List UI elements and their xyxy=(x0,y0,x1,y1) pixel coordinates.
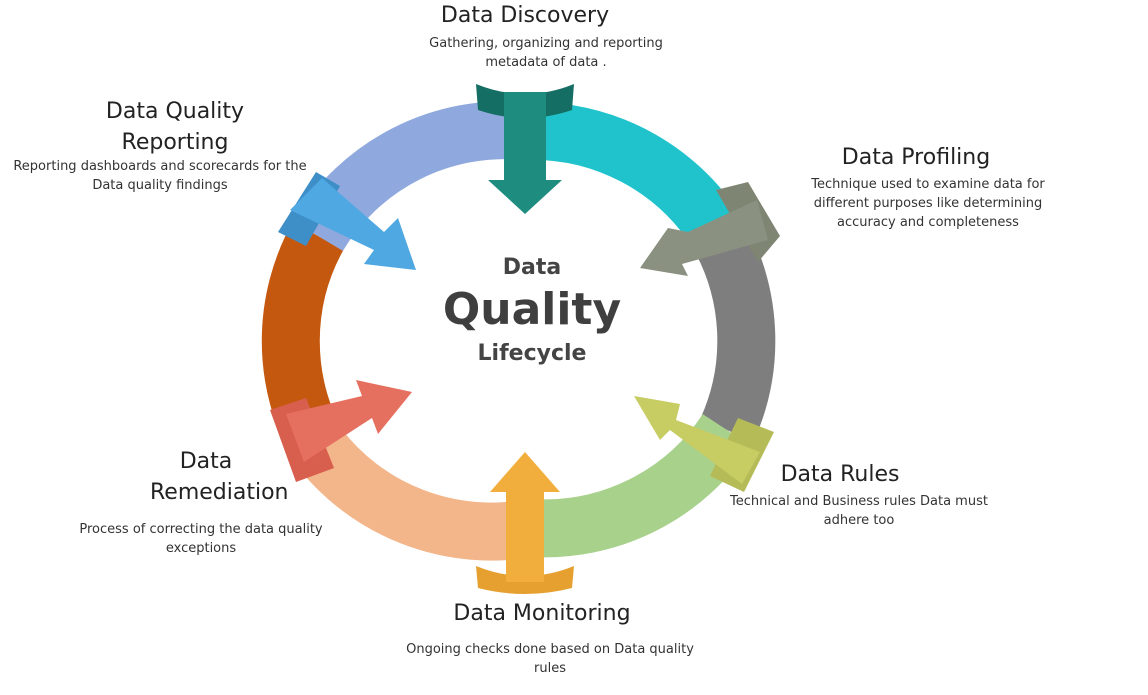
arrow-reporting xyxy=(278,172,416,270)
stage-description-remediation: Process of correcting the data quality e… xyxy=(79,522,323,556)
center-line-1: Data xyxy=(502,255,562,280)
stage-title-discovery: Data Discovery xyxy=(440,3,610,28)
stage-description-rules: Technical and Business rules Data must a… xyxy=(730,494,988,528)
stage-description-profiling: Technique used to examine data for diffe… xyxy=(811,177,1045,230)
center-line-3: Lifecycle xyxy=(477,341,587,366)
stage-title-profiling: Data Profiling xyxy=(841,145,991,170)
ring-segment-monitoring-remediation xyxy=(294,427,537,561)
center-label: Data Quality Lifecycle xyxy=(416,254,648,394)
arrow-rules xyxy=(634,396,774,492)
stage-title-monitoring: Data Monitoring xyxy=(453,601,631,626)
stage-description-reporting: Reporting dashboards and scorecards for … xyxy=(13,159,307,193)
arrow-discovery xyxy=(476,84,574,214)
arrow-remediation xyxy=(270,380,412,482)
stage-description-monitoring: Ongoing checks done based on Data qualit… xyxy=(406,642,694,676)
center-line-2: Quality xyxy=(442,284,622,335)
stage-description-discovery: Gathering, organizing and reporting meta… xyxy=(429,36,663,70)
stage-title-rules: Data Rules xyxy=(780,462,900,487)
stage-title-remediation: Data Remediation xyxy=(150,449,289,505)
stage-title-reporting: Data Quality Reporting xyxy=(105,99,245,155)
arrow-monitoring xyxy=(476,452,574,594)
arrow-profiling xyxy=(640,182,780,276)
ring-segment-discovery-profiling xyxy=(523,101,742,249)
ring-segment-profiling-rules xyxy=(691,217,776,442)
